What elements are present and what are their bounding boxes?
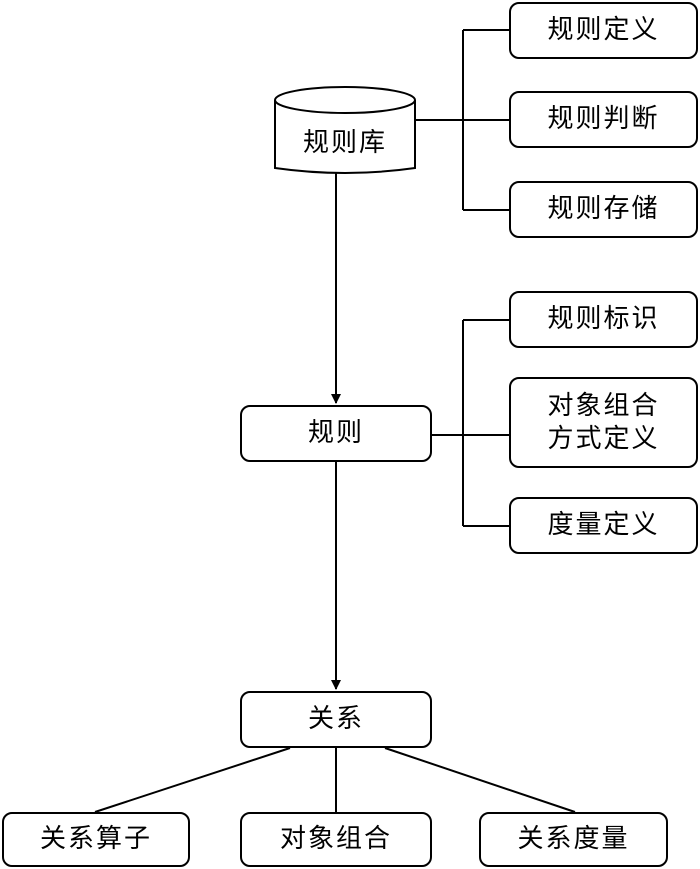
metric-def-box: 度量定义: [509, 497, 698, 554]
rel-operator-box: 关系算子: [2, 812, 190, 867]
rel-metric-box: 关系度量: [479, 812, 668, 867]
relation-box: 关系: [240, 691, 432, 748]
relation-fanout: [94, 747, 576, 813]
rule-id-box: 规则标识: [509, 291, 698, 348]
rule-judge-box: 规则判断: [509, 91, 698, 148]
rule-box: 规则: [240, 405, 432, 462]
rule-base-label: 规则库: [302, 128, 387, 158]
bracket-rule: [432, 319, 509, 527]
rule-base-cylinder: [274, 86, 416, 174]
obj-combo-box: 对象组合: [240, 812, 432, 867]
bracket-rule-base: [415, 29, 509, 211]
rule-store-box: 规则存储: [509, 181, 698, 238]
rule-def-box: 规则定义: [509, 2, 698, 59]
combo-def-box: 对象组合 方式定义: [509, 377, 698, 468]
